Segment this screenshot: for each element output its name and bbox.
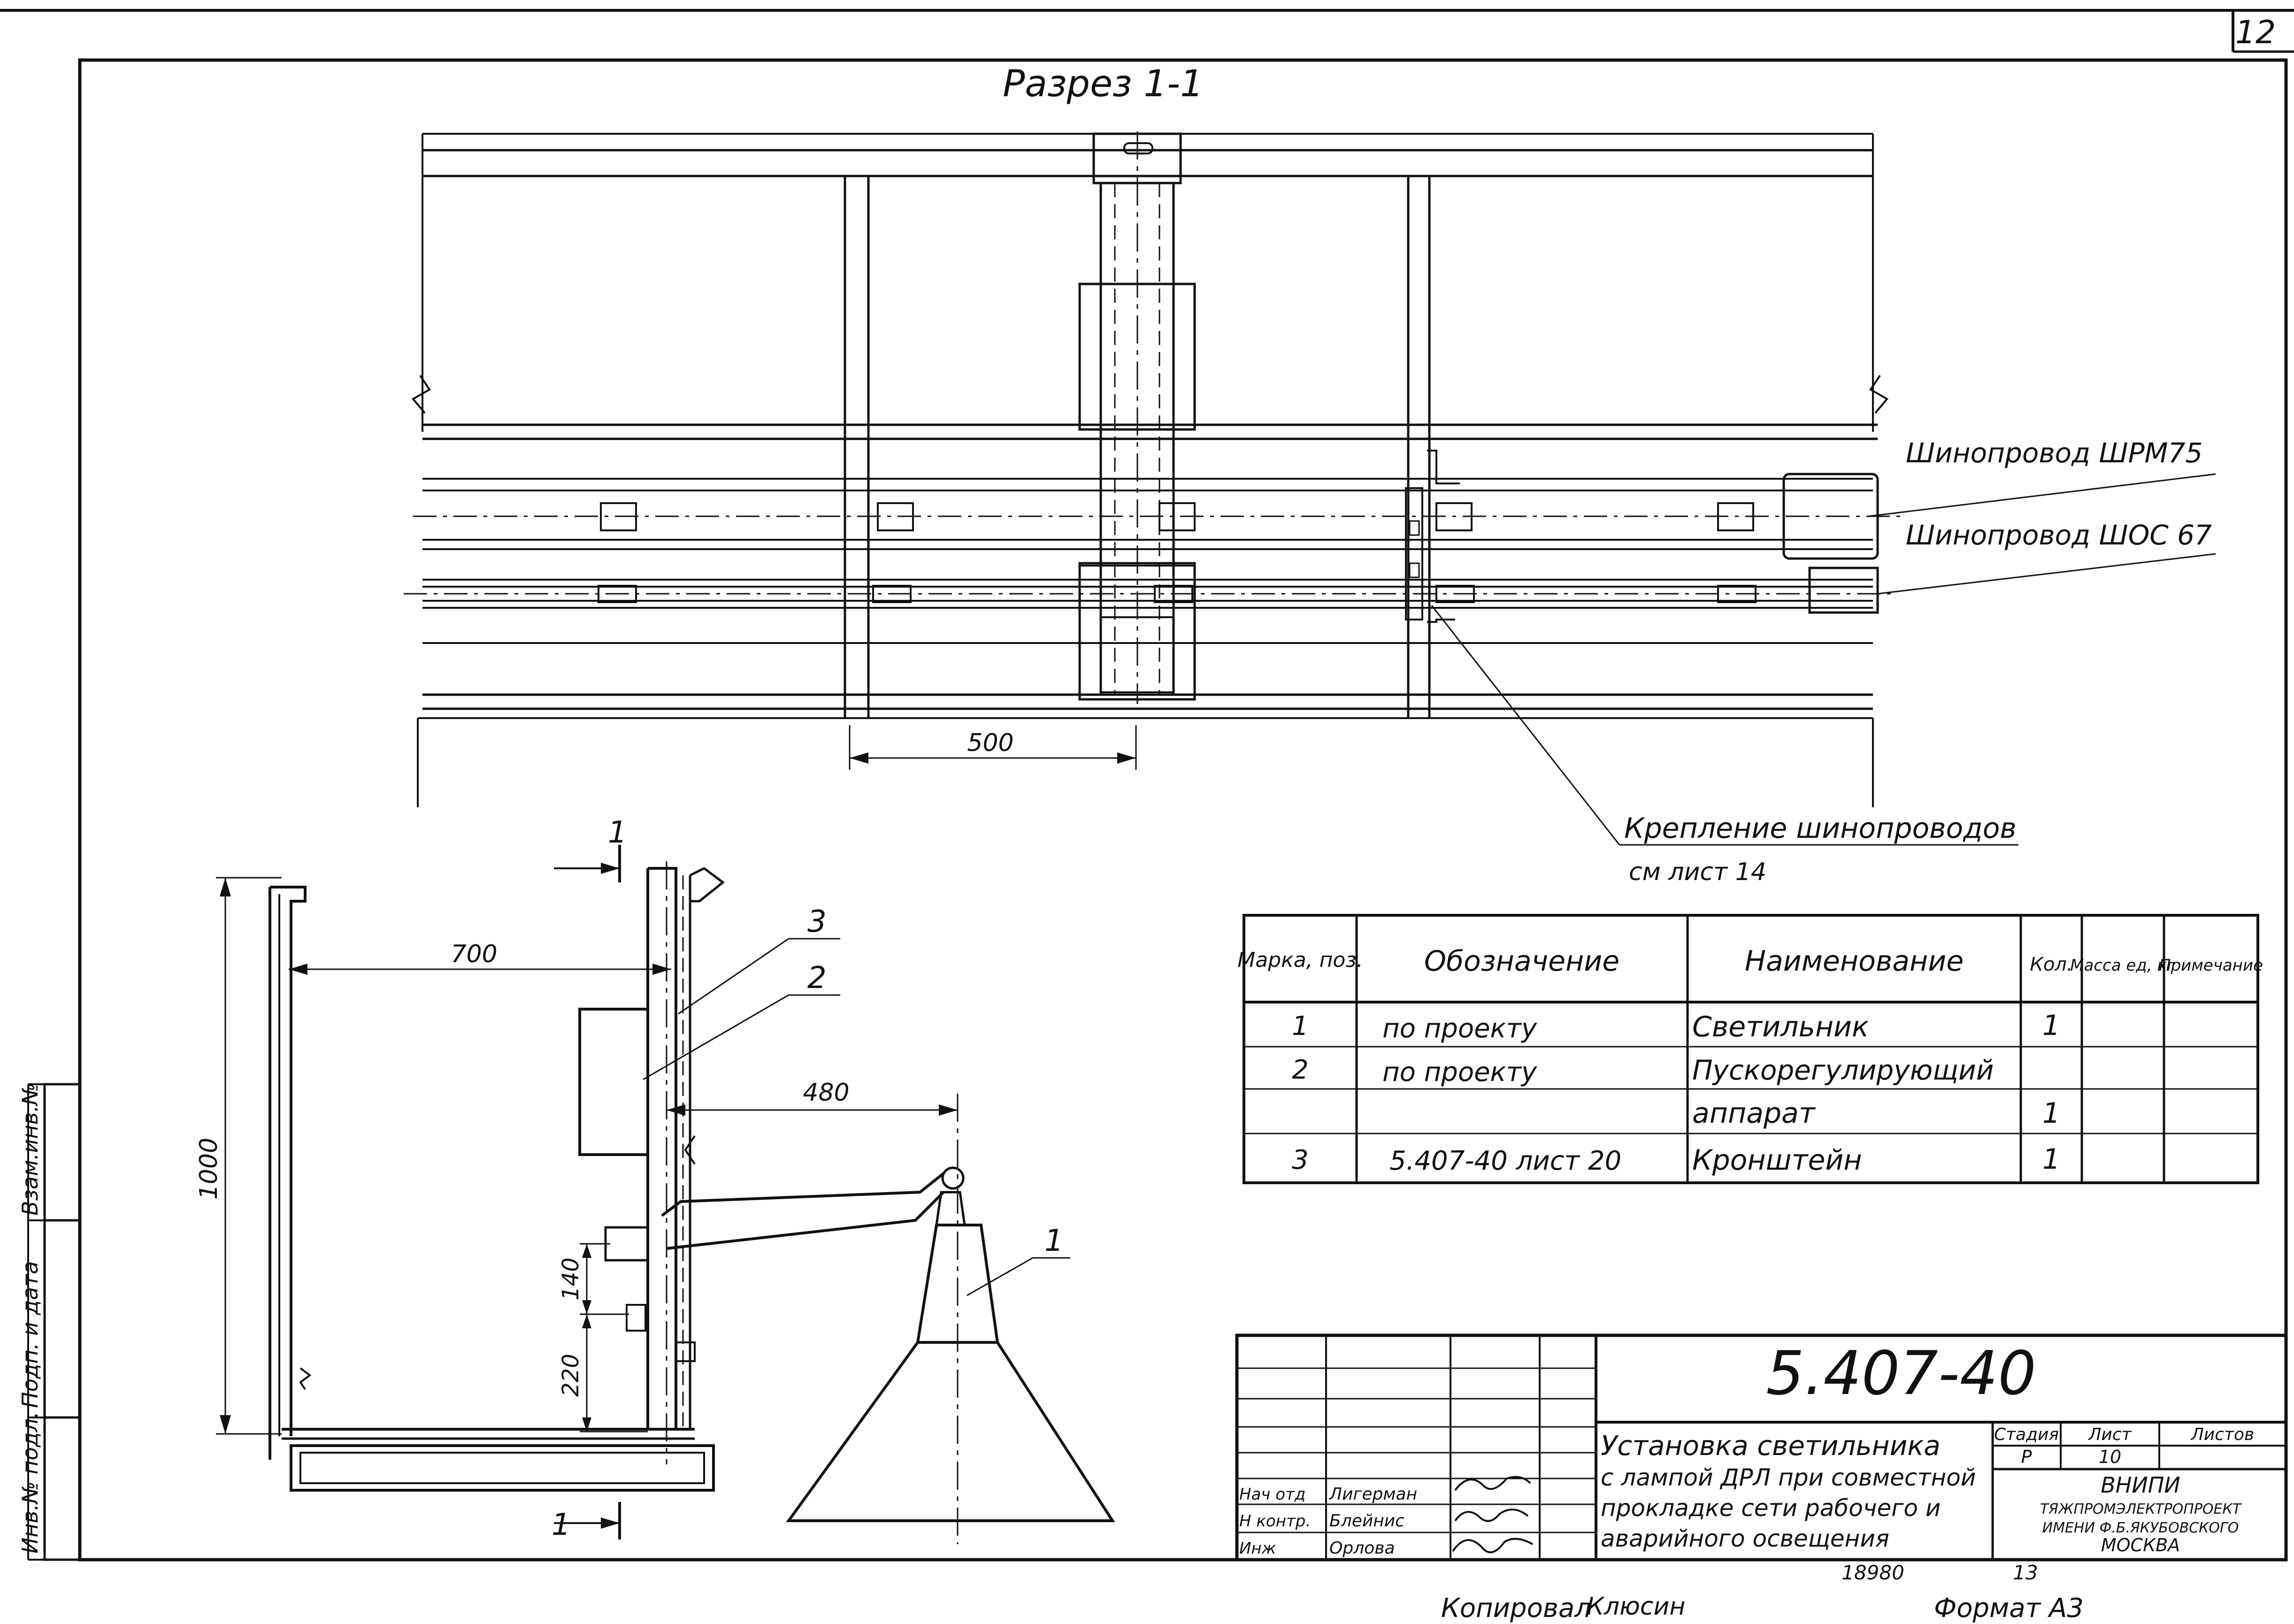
stage-header: Стадия [1994,1425,2059,1444]
spec-cell: 1 [1292,1011,1309,1042]
stamp-inv-podl: Инв.№ подл. [17,1411,43,1554]
side-stamp [27,1083,81,1561]
doc-title-line: аварийного освещения [1601,1525,1889,1552]
dim-700: 700 [451,940,497,968]
section-mark-top: 1 [608,815,627,850]
label-busduct-mount-ref: см лист 14 [1629,858,1766,886]
spec-cell: Пускорегулирующий [1692,1054,1994,1086]
dim-500: 500 [967,729,1013,757]
dim-1000: 1000 [195,1138,223,1200]
spec-row: аппарат 1 [1692,1097,2060,1130]
section-mark-bottom: 1 [552,1508,571,1542]
role-label: Инж [1239,1539,1276,1558]
spec-header-qty: Кол. [2030,954,2072,975]
spec-cell: 2 [1292,1055,1309,1085]
spec-header-name: Наименование [1745,945,1964,978]
spec-cell: по проекту [1382,1057,1537,1088]
org-line: ИМЕНИ Ф.Б.ЯКУБОВСКОГО [2042,1520,2239,1536]
spec-header-mark: Марка, поз. [1237,948,1363,972]
org-line: ТЯЖПРОМЭЛЕКТРОПРОЕКТ [2040,1501,2242,1517]
copier-signature: Клюсин [1587,1593,1685,1621]
format-label: Формат А3 [1934,1593,2084,1624]
spec-cell: аппарат [1692,1097,1816,1130]
doc-title-line: с лампой ДРЛ при совместной [1601,1464,1976,1491]
stamp-podp-data: Подп. и дата [17,1261,43,1408]
spec-cell: 5.407-40 лист 20 [1389,1146,1621,1176]
spec-header-designation: Обозначение [1424,945,1619,978]
spec-cell: 1 [2042,1097,2060,1130]
label-busduct-mount: Крепление шинопроводов [1624,812,2017,845]
sheet-frame [0,9,2294,1562]
dim-220: 220 [558,1354,584,1397]
label-busduct-wrm: Шинопровод ШРМ75 [1906,437,2202,469]
spec-table-grid [1243,914,2259,1184]
spec-cell: Светильник [1692,1011,1869,1043]
spec-row: 2 по проекту Пускорегулирующий [1292,1054,1994,1088]
dim-480: 480 [803,1079,849,1107]
sheets-header: Листов [2190,1425,2254,1444]
spec-cell: Кронштейн [1692,1144,1862,1177]
sheet-header: Лист [2087,1425,2132,1444]
role-label: Н контр. [1239,1512,1311,1531]
side-view [216,845,1115,1544]
archive-number: 18980 [1841,1561,1904,1584]
role-name: Лигерман [1328,1485,1417,1504]
copied-by-label: Копировал [1441,1593,1591,1624]
role-name: Блейнис [1329,1511,1404,1531]
role-name: Орлова [1329,1539,1395,1558]
spec-cell: 1 [2042,1143,2060,1176]
callout-2: 2 [807,961,827,996]
label-busduct-shos: Шинопровод ШОС 67 [1906,519,2212,551]
doc-code: 5.407-40 [1766,1339,2036,1409]
role-label: Нач отд [1239,1485,1305,1504]
archive-sheet: 13 [2013,1561,2038,1584]
title-block-grid [1235,1333,2288,1562]
spec-cell: по проекту [1382,1013,1537,1044]
sheet-value: 10 [2099,1447,2121,1467]
callout-3: 3 [807,904,827,939]
spec-table-header: Марка, поз. Обозначение Наименование Кол… [1237,945,2263,978]
stage-value: Р [2021,1447,2032,1467]
dim-140: 140 [558,1257,584,1301]
spec-row: 3 5.407-40 лист 20 Кронштейн 1 [1292,1143,2060,1177]
spec-header-note: Примечание [2159,956,2263,975]
org-line: МОСКВА [2101,1535,2180,1555]
section-view [404,131,2216,846]
page-number: 12 [2235,14,2276,51]
signatures [1452,1476,1533,1554]
stamp-vzam-inv: Взам.инв.№ [17,1083,43,1216]
spec-cell: 3 [1292,1145,1309,1175]
spec-row: 1 по проекту Светильник 1 [1292,1009,2060,1044]
doc-title-line: прокладке сети рабочего и [1601,1494,1941,1522]
callout-1: 1 [1044,1224,1064,1258]
spec-header-mass: Масса ед, кг [2070,956,2176,975]
spec-cell: 1 [2042,1009,2060,1042]
doc-title-line: Установка светильника [1601,1430,1941,1462]
section-title: Разрез 1-1 [1003,63,1203,105]
org-line: ВНИПИ [2101,1472,2180,1498]
